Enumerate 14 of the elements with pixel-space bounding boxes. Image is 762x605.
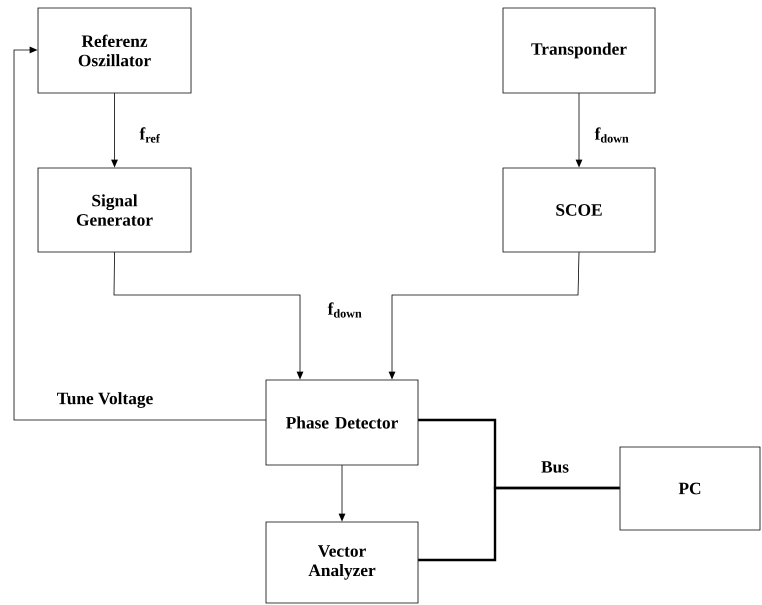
edge-label: f$_{ref}$ bbox=[138, 126, 162, 144]
edge-label: Bus bbox=[540, 460, 570, 474]
generator-box: Signal Generator bbox=[38, 168, 192, 252]
arrow bbox=[14, 46, 266, 420]
signal-label: f$_{down}$ bbox=[326, 301, 364, 319]
analyzer-box: Vector Analyzer bbox=[266, 522, 418, 604]
edge-label: Tune Voltage bbox=[55, 390, 155, 410]
oscillator-box: Referenz Oszillator bbox=[38, 8, 192, 94]
detector-box: Phase Detector bbox=[266, 380, 418, 466]
bus-line bbox=[418, 486, 620, 562]
scoe-box: SCOE bbox=[502, 168, 656, 252]
pc-box: PC bbox=[620, 446, 760, 530]
transponder-box: Transponder bbox=[502, 8, 656, 94]
edge-label: f$_{down}$ bbox=[593, 126, 631, 144]
